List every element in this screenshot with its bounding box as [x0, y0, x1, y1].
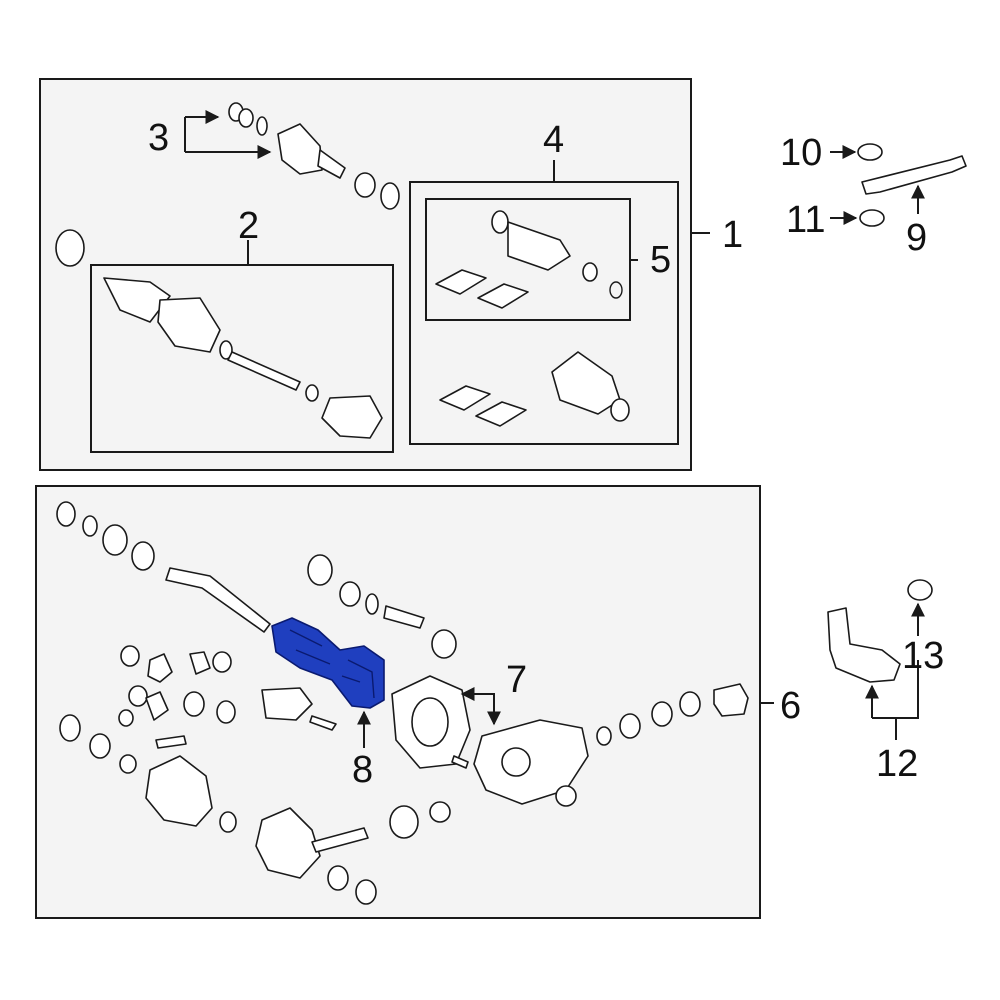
intermediate-shaft-parts[interactable] [56, 501, 457, 659]
actuator-housing[interactable] [271, 617, 385, 709]
mount-bracket[interactable] [827, 607, 901, 683]
bushing-lower[interactable] [859, 209, 885, 227]
output-seals[interactable] [596, 683, 749, 746]
callout-1: 1 [722, 214, 743, 256]
callout-6: 6 [780, 685, 801, 727]
side-seal[interactable] [555, 785, 577, 807]
bushing-upper[interactable] [857, 143, 883, 161]
rear-mount-group [827, 579, 933, 740]
callout-13: 13 [902, 635, 944, 677]
callout-8: 8 [352, 749, 373, 791]
callout-3: 3 [148, 117, 169, 159]
differential-small-parts[interactable] [59, 645, 337, 774]
pinion-nut[interactable] [429, 801, 451, 823]
differential-case[interactable] [145, 755, 213, 827]
carrier-housing[interactable] [391, 675, 589, 805]
callout-12: 12 [876, 743, 918, 785]
callout-5: 5 [650, 239, 671, 281]
ring-and-pinion[interactable] [255, 807, 377, 905]
mount-bracket-group [830, 143, 967, 227]
callout-9: 9 [906, 217, 927, 259]
bracket[interactable] [861, 155, 967, 195]
axle-shaft-assembly-group [39, 78, 710, 471]
case-bearing[interactable] [219, 811, 237, 833]
pinion-seal[interactable] [389, 805, 419, 839]
seal-ring[interactable] [55, 229, 85, 267]
boot-kit[interactable] [435, 210, 623, 309]
differential-assembly-group [35, 485, 774, 919]
axle-shaft[interactable] [103, 277, 383, 439]
callout-11: 11 [786, 199, 825, 241]
callout-10: 10 [780, 132, 822, 174]
outer-boot-kit[interactable] [439, 351, 630, 427]
callout-7: 7 [506, 659, 527, 701]
callout-4: 4 [543, 119, 564, 161]
callout-2: 2 [238, 205, 259, 247]
mount-bushing[interactable] [907, 579, 933, 601]
